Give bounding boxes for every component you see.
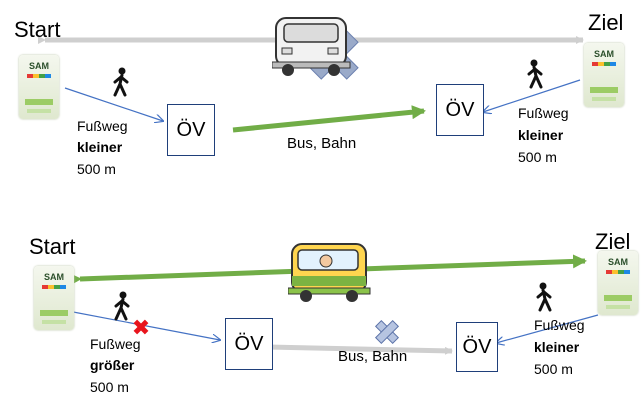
bottom-right-qualifier: kleiner: [534, 339, 580, 355]
bottom-right-distance: 500 m: [534, 361, 573, 377]
bottom-right-pedestrian-icon: [536, 282, 552, 312]
bottom-left-ov-box: ÖV: [225, 318, 273, 370]
bottom-walk-cross-icon: [133, 319, 149, 335]
top-right-ov-box: ÖV: [436, 84, 484, 136]
top-left-fussweg: Fußweg: [77, 118, 128, 134]
top-left-pedestrian-icon: [113, 67, 129, 97]
bottom-bus-cross-icon: [374, 319, 400, 345]
top-right-fussweg: Fußweg: [518, 105, 569, 121]
bottom-left-pedestrian-icon: [114, 291, 130, 321]
bottom-bus-route-arrow: [267, 344, 453, 355]
bottom-bus-icon: [288, 243, 371, 302]
bottom-right-ov-box: ÖV: [456, 322, 498, 372]
top-ziel-bus-stop-sign-icon: SAM: [584, 43, 624, 107]
bottom-left-qualifier: größer: [90, 357, 135, 373]
bottom-left-fussweg: Fußweg: [90, 336, 141, 352]
top-ziel-label: Ziel: [588, 10, 624, 35]
top-left-ov-box: ÖV: [167, 104, 215, 156]
top-left-qualifier: kleiner: [77, 139, 123, 155]
bottom-ziel-bus-stop-sign-icon: SAM: [598, 251, 638, 315]
top-bus-route-arrow: [232, 105, 426, 133]
bottom-start-label: Start: [29, 234, 76, 259]
bottom-left-distance: 500 m: [90, 379, 129, 395]
top-bus-bahn-label: Bus, Bahn: [287, 135, 357, 152]
top-bus-icon: [272, 17, 351, 76]
bottom-right-fussweg: Fußweg: [534, 317, 585, 333]
top-start-bus-stop-sign-icon: SAM: [19, 55, 59, 119]
bottom-start-bus-stop-sign-icon: SAM: [34, 266, 74, 330]
bottom-bus-bahn-label: Bus, Bahn: [338, 348, 408, 365]
top-left-distance: 500 m: [77, 161, 116, 177]
top-right-qualifier: kleiner: [518, 127, 564, 143]
top-start-label: Start: [14, 17, 61, 42]
top-right-distance: 500 m: [518, 149, 557, 165]
top-left-walk-line: [64, 87, 163, 121]
top-right-walk-line: [483, 79, 581, 112]
top-right-pedestrian-icon: [527, 59, 543, 89]
bottom-right-walk-line: [496, 314, 599, 343]
bottom-ziel-label: Ziel: [595, 229, 631, 254]
